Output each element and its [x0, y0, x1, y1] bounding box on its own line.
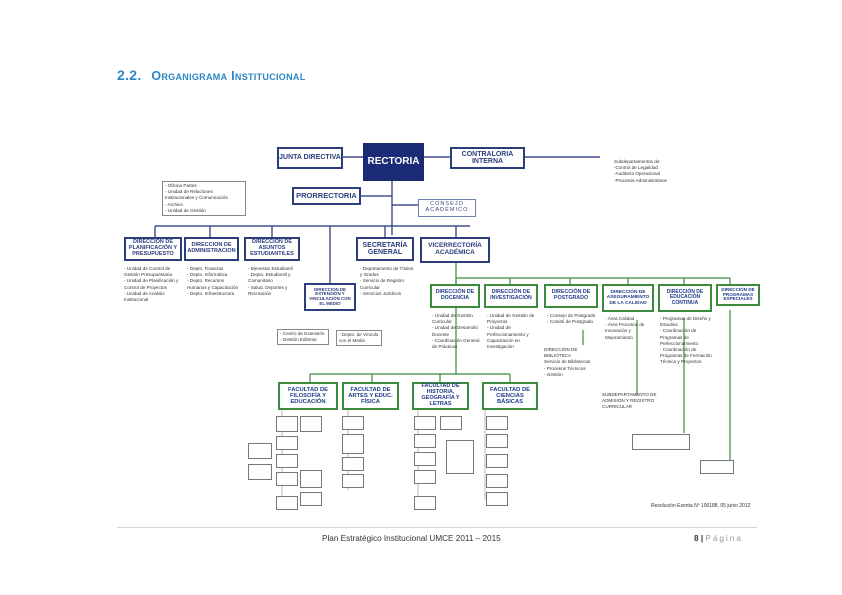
programas-unit-box	[700, 460, 734, 474]
rectoria-box: RECTORIA	[363, 143, 424, 181]
rectoria-units-note: - Oficina Partes - Unidad de Relaciones …	[162, 181, 246, 216]
dept-box	[276, 472, 298, 486]
dir-docencia-box: DIRECCIÓN DE DOCENCIA	[430, 284, 480, 308]
page-separator: |	[700, 534, 704, 543]
dir-programas-box: DIRECCIÓN DE PROGRAMAS ESPECIALES	[716, 284, 760, 306]
dept-box	[486, 416, 508, 430]
aseguramiento-sub-note: - Área Calidad - Área Procesos de Innova…	[605, 316, 645, 340]
asuntos-sub-note: - Bienestar Estudiantil - Depto. Estudia…	[248, 266, 293, 296]
dir-asuntos-box: DIRECCIÓN DE ASUNTOS ESTUDIANTILES	[244, 237, 300, 261]
secretaria-general-box: SECRETARÍA GENERAL	[356, 237, 414, 261]
page-heading: 2.2. Organigrama institucional	[117, 67, 306, 83]
fac-ciencias-box: FACULTAD DE CIENCIAS BÁSICAS	[482, 382, 538, 410]
resolucion-note: Resolución Exenta Nº 100188, 05 junio 20…	[651, 503, 751, 509]
fac-historia-box: FACULTAD DE HISTORIA, GEOGRAFÍA Y LETRAS	[412, 382, 469, 410]
consejo-academico-box: CONSEJO ACADÉMICO	[418, 199, 476, 217]
dept-box	[414, 470, 436, 484]
page-number: 8	[694, 534, 699, 543]
dept-box	[300, 492, 322, 506]
dept-box	[446, 440, 474, 474]
contraloria-box: CONTRALORIA INTERNA	[450, 147, 525, 169]
dept-box	[414, 452, 436, 466]
heading-number: 2.2.	[117, 67, 142, 83]
dept-box	[300, 416, 322, 432]
dept-box	[300, 470, 322, 488]
extension-note-a: - Centro de Extensión - Gestión Editoria…	[277, 329, 329, 346]
dept-box	[248, 464, 272, 480]
dept-box	[414, 416, 436, 430]
dept-box	[486, 434, 508, 448]
prorrectoria-box: PRORRECTORIA	[292, 187, 361, 205]
vicerrectoria-box: VICERRECTORÍA ACADÉMICA	[420, 237, 490, 263]
dept-box	[276, 436, 298, 450]
administracion-sub-note: - Depto. Finanzas - Depto. Informática -…	[187, 266, 239, 296]
dept-box	[276, 454, 298, 468]
heading-text: Organigrama institucional	[151, 69, 306, 83]
footer-rule	[117, 527, 757, 528]
dir-postgrado-box: DIRECCIÓN DE POSTGRADO	[544, 284, 598, 308]
dir-extension-box: DIRECCION DE EXTENSIÓN Y VINCULACIÓN CON…	[304, 283, 356, 311]
dept-box	[342, 474, 364, 488]
extension-note-b: - Depto. de Vínculo con el Medio	[336, 330, 382, 347]
secretaria-sub-note: - Departamento de Títulos y Grados - Ser…	[360, 266, 414, 296]
dept-box	[414, 434, 436, 448]
contraloria-sub-note: Subdepartamentos de: -Control de Legalid…	[614, 159, 667, 183]
dept-box	[276, 496, 298, 510]
dept-box	[248, 443, 272, 459]
dept-box	[342, 434, 364, 454]
dir-aseguramiento-box: DIRECCIÓN DE ASEGURAMIENTO DE LA CALIDAD	[602, 284, 654, 312]
registro-note: SUBDEPARTAMENTO DE ADMISIÓN Y REGISTRO C…	[602, 392, 657, 410]
junta-directiva-box: JUNTA DIRECTIVA	[277, 147, 343, 169]
dept-box	[342, 416, 364, 430]
educacion-unit-box	[632, 434, 690, 450]
dir-investigacion-box: DIRECCIÓN DE INVESTIGACIÓN	[484, 284, 538, 308]
page-label: Página	[705, 534, 743, 543]
footer-title: Plan Estratégico Institucional UMCE 2011…	[322, 534, 501, 543]
postgrado-sub-note: - Consejo de Postgrado - Comité de Postg…	[547, 313, 596, 325]
dept-box	[486, 492, 508, 506]
dept-box	[414, 496, 436, 510]
footer-page: 8 | Página	[694, 534, 743, 543]
educacion-sub-note: - Programas de Diseño y Estudios - Coord…	[660, 316, 712, 365]
fac-artes-box: FACULTAD DE ARTES Y EDUC. FÍSICA	[342, 382, 399, 410]
dept-box	[486, 454, 508, 468]
biblioteca-note: DIRECCIÓN DE BIBLIOTECA Servicio de Bibl…	[544, 347, 591, 377]
fac-filosofia-box: FACULTAD DE FILOSOFÍA Y EDUCACIÓN	[278, 382, 338, 410]
dept-box	[342, 457, 364, 471]
investigacion-sub-note: - Unidad de Gestión de Proyectos - Unida…	[487, 313, 535, 349]
dept-box	[440, 416, 462, 430]
dir-planificacion-box: DIRECCIÓN DE PLANIFICACIÓN Y PRESUPUESTO	[124, 237, 182, 261]
dept-box	[486, 474, 508, 488]
dept-box	[276, 416, 298, 432]
planificacion-sub-note: - Unidad de Control de Gestión Presupues…	[124, 266, 179, 302]
docencia-sub-note: - Unidad de Gestión Curricular - Unidad …	[432, 313, 480, 349]
dir-educacion-box: DIRECCIÓN DE EDUCACIÓN CONTINUA	[658, 284, 712, 312]
dir-administracion-box: DIRECCION DE ADMINISTRACION	[184, 237, 239, 261]
